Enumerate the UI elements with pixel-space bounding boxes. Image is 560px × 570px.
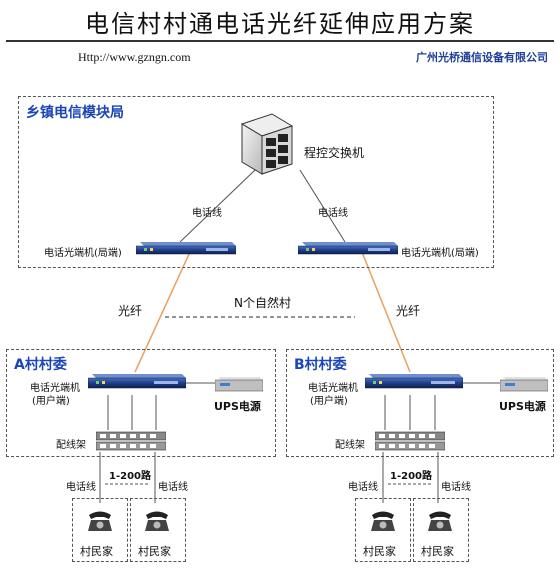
switch-server-icon [240,113,294,175]
village-b-terminal-label-1: 电话光端机 [308,383,358,394]
village-a-ups-label: UPS电源 [214,400,261,413]
village-a-house-left-label: 村民家 [80,545,113,558]
village-a-phone-icon-right [145,511,169,531]
village-a-frame-icon [96,431,166,451]
village-a-terminal-label-2: (用户端) [32,396,70,407]
fiber-label-left: 光纤 [118,304,143,318]
village-a-terminal-label-1: 电话光端机 [30,383,80,394]
village-a-title: A村村委 [14,357,67,373]
village-a-frame-label: 配线架 [56,440,86,451]
village-b-frame-label: 配线架 [335,440,365,451]
village-b-terminal-label-2: (用户端) [310,396,348,407]
fiber-line-a [134,251,191,373]
village-a-house-left [72,498,128,562]
village-a-ups-icon [215,377,263,392]
village-a-house-right-label: 村民家 [138,545,171,558]
village-b-house-right [413,498,469,562]
village-b-phone-line-right: 电话线 [441,482,471,493]
village-a-range-label: 1-200路 [109,471,151,482]
village-b-house-right-label: 村民家 [421,545,454,558]
village-b-phone-icon-left [371,511,395,531]
central-terminal-right-icon [298,242,398,255]
central-office-region [18,96,494,268]
phone-line-label-left: 电话线 [192,208,222,219]
village-b-range-label: 1-200路 [390,471,432,482]
phone-line-label-right: 电话线 [318,208,348,219]
village-b-frame-icon [375,431,445,451]
village-b-title: B村村委 [294,357,347,373]
central-terminal-left-icon [136,242,236,255]
village-b-region [286,349,554,457]
company-name: 广州光桥通信设备有限公司 [416,51,548,64]
village-b-phone-line-left: 电话线 [348,482,378,493]
central-terminal-right-label: 电话光端机(局端) [401,248,479,259]
village-b-ups-label: UPS电源 [499,400,546,413]
central-office-title: 乡镇电信模块局 [26,105,124,121]
central-terminal-left-label: 电话光端机(局端) [44,248,122,259]
village-a-phone-line-right: 电话线 [158,482,188,493]
phone-line-central-right [299,169,346,243]
fiber-label-right: 光纤 [396,304,421,318]
switch-label: 程控交换机 [304,146,365,160]
page-title: 电信村村通电话光纤延伸应用方案 [85,10,475,38]
fiber-line-b [361,251,411,373]
village-b-phone-icon-right [428,511,452,531]
website-url[interactable]: Http://www.gzngn.com [78,50,191,64]
village-b-ups-icon [500,377,548,392]
village-a-phone-icon-left [88,511,112,531]
village-b-house-left [355,498,411,562]
village-a-phone-line-left: 电话线 [66,482,96,493]
title-divider [6,40,554,42]
village-b-terminal-icon [365,374,463,389]
phone-line-central-left [179,169,256,243]
village-a-region [6,349,276,457]
village-b-house-left-label: 村民家 [363,545,396,558]
village-a-terminal-icon [88,374,186,389]
n-villages-label: N个自然村 [234,296,291,310]
village-a-house-right [130,498,186,562]
